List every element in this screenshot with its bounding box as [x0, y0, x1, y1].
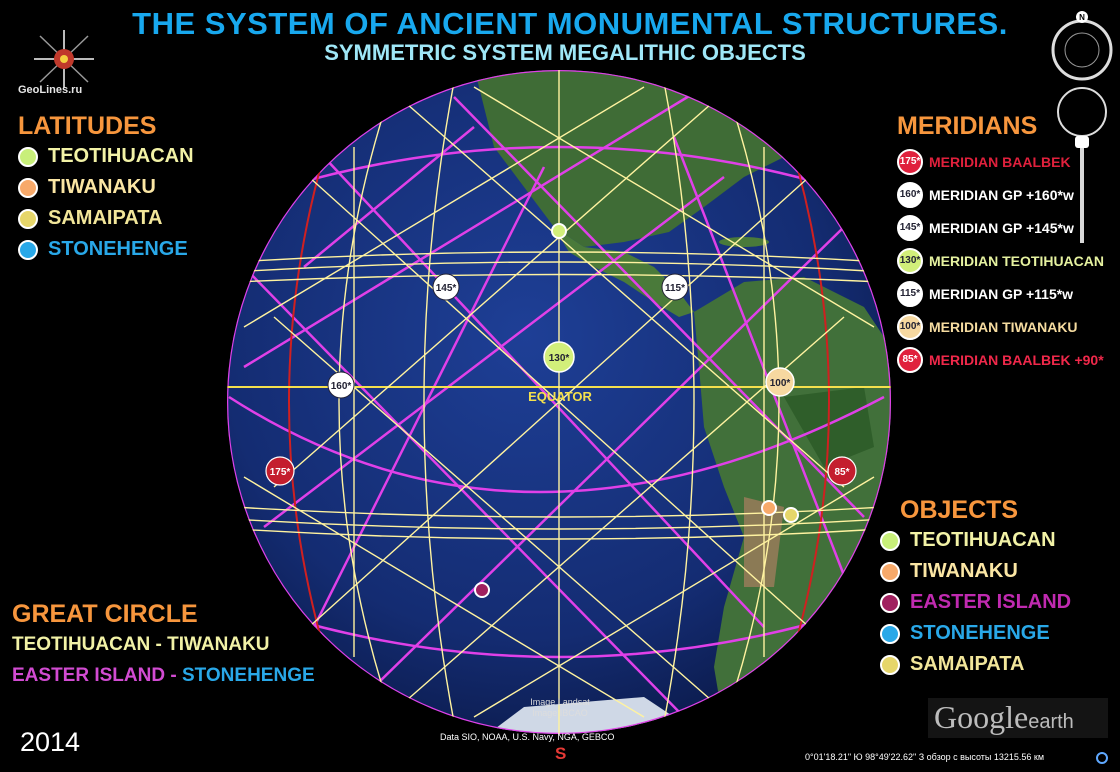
badge-130: 130*	[897, 247, 923, 274]
badge-175: 175*	[897, 148, 923, 175]
map-badge-85: 85*	[827, 456, 857, 486]
object-item-teotihuacan: TEOTIHUACAN	[880, 525, 1071, 556]
meridian-item-gp145: 145* MERIDIAN GP +145*w	[897, 211, 1104, 244]
page-title: THE SYSTEM OF ANCIENT MONUMENTAL STRUCTU…	[132, 6, 1008, 41]
map-badge-130: 130*	[543, 341, 575, 373]
meridian-item-teotihuacan: 130* MERIDIAN TEOTIHUACAN	[897, 244, 1104, 277]
badge-100: 100*	[897, 313, 923, 340]
tiwanaku-dot	[18, 177, 38, 198]
tiwanaku-marker[interactable]	[761, 500, 777, 516]
svg-text:115*: 115*	[665, 283, 685, 294]
navigation-control[interactable]: N	[1048, 8, 1118, 268]
badge-145: 145*	[897, 214, 923, 241]
map-badge-175: 175*	[265, 456, 295, 486]
meridian-item-gp160: 160* MERIDIAN GP +160*w	[897, 178, 1104, 211]
google-earth-logo: Googleearth	[928, 698, 1108, 738]
object-item-samaipata: SAMAIPATA	[880, 649, 1071, 680]
badge-85: 85*	[897, 346, 923, 373]
look-joystick[interactable]	[1057, 87, 1107, 137]
object-item-easter-island: EASTER ISLAND	[880, 587, 1071, 618]
image-credits: Image Landsat Image IBCAO	[530, 697, 590, 718]
teotihuacan-dot	[18, 146, 38, 167]
objects-heading: OBJECTS	[900, 496, 1019, 524]
svg-text:N: N	[1079, 13, 1085, 22]
stonehenge-dot	[18, 239, 38, 260]
great-circle-legend: GREAT CIRCLE TEOTIHUACAN - TIWANAKU EAST…	[12, 600, 315, 691]
meridians-legend: MERIDIANS 175* MERIDIAN BAALBEK 160* MER…	[897, 112, 1104, 376]
samaipata-object-dot	[880, 654, 900, 675]
north-indicator[interactable]	[1076, 11, 1088, 23]
badge-160: 160*	[897, 181, 923, 208]
easter-island-object-dot	[880, 592, 900, 613]
geolines-logo	[18, 26, 110, 106]
logo-text: GeoLines.ru	[18, 84, 83, 96]
objects-legend: OBJECTS TEOTIHUACAN TIWANAKU EASTER ISLA…	[880, 496, 1071, 680]
caribbean-island	[719, 237, 769, 247]
globe-map[interactable]: 145* 115* 130* 160* 100*	[224, 67, 894, 737]
meridian-item-gp115: 115* MERIDIAN GP +115*w	[897, 277, 1104, 310]
map-badge-145: 145*	[432, 273, 460, 301]
great-circle-line-1: TEOTIHUACAN - TIWANAKU	[12, 634, 270, 655]
svg-text:100*: 100*	[770, 378, 791, 389]
meridian-item-tiwanaku: 100* MERIDIAN TIWANAKU	[897, 310, 1104, 343]
great-circle-heading: GREAT CIRCLE	[12, 600, 198, 628]
great-circle-line-2: EASTER ISLAND - STONEHENGE	[12, 665, 315, 686]
svg-text:85*: 85*	[834, 467, 849, 478]
latitudes-legend: LATITUDES TEOTIHUACAN TIWANAKU SAMAIPATA…	[18, 112, 194, 265]
south-marker: S	[555, 744, 567, 763]
teotihuacan-object-dot	[880, 530, 900, 551]
meridian-item-baalbek-90: 85* MERIDIAN BAALBEK +90*	[897, 343, 1104, 376]
latitudes-heading: LATITUDES	[18, 112, 157, 140]
tiwanaku-object-dot	[880, 561, 900, 582]
baalbek-meridians	[288, 91, 830, 713]
page-subtitle: SYMMETRIC SYSTEM MEGALITHIC OBJECTS	[324, 40, 806, 65]
map-badge-115: 115*	[661, 273, 689, 301]
stonehenge-marker[interactable]	[776, 128, 792, 144]
data-credits: Data SIO, NOAA, U.S. Navy, NGA, GEBCO	[440, 732, 615, 742]
meridian-item-baalbek: 175* MERIDIAN BAALBEK	[897, 145, 1104, 178]
svg-text:130*: 130*	[549, 353, 570, 364]
year-label: 2014	[20, 727, 81, 757]
svg-text:145*: 145*	[436, 283, 457, 294]
zoom-slider[interactable]	[1080, 148, 1084, 243]
status-indicator-icon	[1096, 752, 1108, 764]
zoom-in-icon[interactable]	[1075, 136, 1089, 148]
status-bar: 0°01'18.21" Ю 98°49'22.62" З обзор с выс…	[805, 752, 1045, 762]
meridians-heading: MERIDIANS	[897, 112, 1038, 140]
teotihuacan-marker[interactable]	[551, 223, 567, 239]
samaipata-marker[interactable]	[783, 507, 799, 523]
object-item-tiwanaku: TIWANAKU	[880, 556, 1071, 587]
latitude-item-samaipata: SAMAIPATA	[18, 203, 194, 234]
badge-115: 115*	[897, 280, 923, 307]
object-item-stonehenge: STONEHENGE	[880, 618, 1071, 649]
map-badge-100: 100*	[765, 367, 795, 397]
latitude-item-stonehenge: STONEHENGE	[18, 234, 194, 265]
map-badge-160: 160*	[327, 371, 355, 399]
svg-text:175*: 175*	[270, 467, 291, 478]
equator-label: EQUATOR	[528, 389, 592, 404]
easter-island-marker[interactable]	[474, 582, 490, 598]
svg-text:160*: 160*	[331, 381, 352, 392]
latitude-item-teotihuacan: TEOTIHUACAN	[18, 141, 194, 172]
latitude-item-tiwanaku: TIWANAKU	[18, 172, 194, 203]
samaipata-dot	[18, 208, 38, 229]
map-meridian-badges: 145* 115* 130* 160* 100*	[265, 273, 857, 486]
stonehenge-object-dot	[880, 623, 900, 644]
